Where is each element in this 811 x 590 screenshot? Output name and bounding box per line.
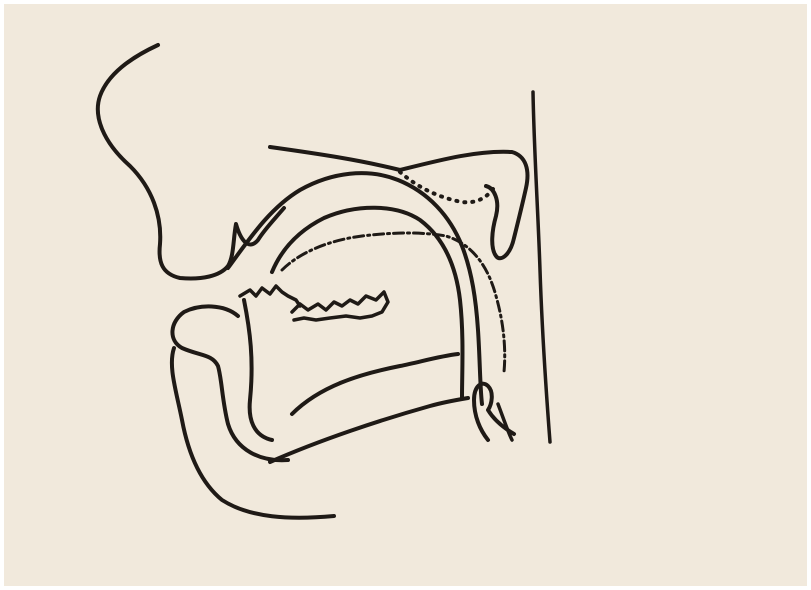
paper-background: [4, 4, 807, 586]
